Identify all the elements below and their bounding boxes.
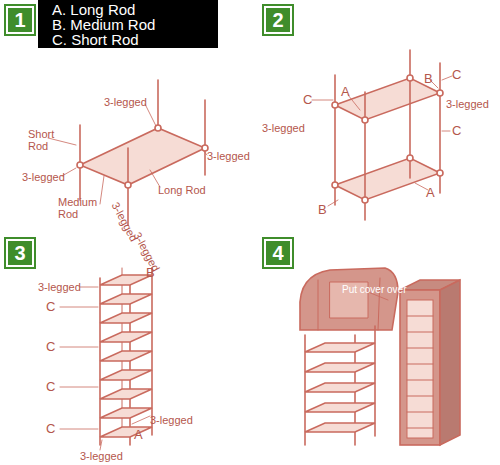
rod-letter: C (46, 340, 55, 353)
rod-letter: A (134, 428, 143, 441)
rod-key-text: C. Short Rod (52, 32, 218, 47)
part-label: Short Rod (28, 128, 70, 152)
part-label: 3-legged (38, 281, 81, 293)
step-number: 1 (6, 6, 34, 34)
rod-letter: B (318, 203, 327, 216)
part-label: 3-legged (104, 96, 147, 108)
rod-letter: C (303, 93, 312, 106)
rod-key-text: A. Long Rod (52, 2, 218, 17)
rod-key-text: B. Medium Rod (52, 17, 218, 32)
part-label: 3-legged (446, 98, 489, 110)
part-label: Long Rod (158, 184, 206, 196)
step-number: 4 (264, 239, 292, 267)
step-number: 2 (264, 6, 292, 34)
part-label: Medium Rod (58, 196, 100, 220)
part-label: 3-legged (150, 414, 193, 426)
part-label: 3-legged (207, 150, 250, 162)
rod-letter: A (341, 85, 350, 98)
step-number: 2 (272, 10, 283, 30)
rod-letter: B (146, 266, 155, 279)
step-number: 4 (272, 243, 283, 263)
rod-letter: B (424, 72, 433, 85)
step-number: 3 (14, 243, 25, 263)
part-label: 3-legged (262, 122, 305, 134)
rod-letter: A (426, 186, 435, 199)
rod-key-box: A. Long RodB. Medium RodC. Short Rod (38, 0, 218, 48)
rod-letter: C (46, 300, 55, 313)
rod-letter: C (452, 124, 461, 137)
part-label: Put cover over (342, 284, 406, 296)
rod-letter: C (46, 422, 55, 435)
step-number: 3 (6, 239, 34, 267)
rod-letter: C (46, 380, 55, 393)
rod-letter: C (452, 68, 461, 81)
part-label: 3-legged (80, 450, 123, 462)
step-number: 1 (14, 10, 25, 30)
part-label: 3-legged (22, 171, 65, 183)
